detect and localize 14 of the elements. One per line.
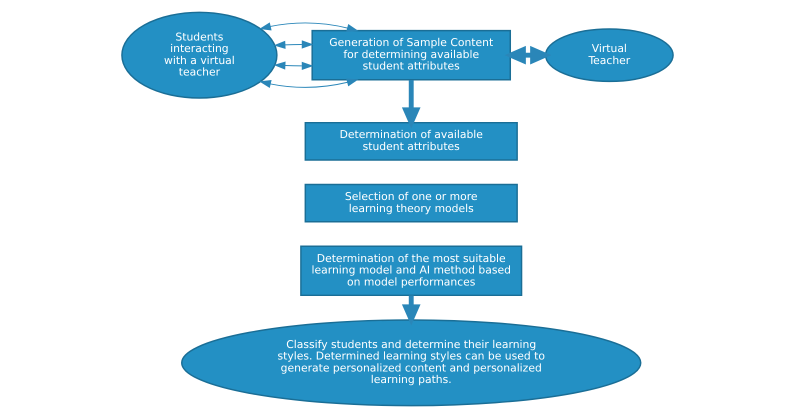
node-ellipse: Classify students and determine their learning styles. Determined learning styles can be used to generate personalized content and personalized learning paths. (180, 319, 641, 406)
node-box: Determination of available student attributes (304, 122, 518, 161)
arrow (258, 22, 358, 32)
arrow (504, 46, 551, 65)
arrow (273, 40, 314, 49)
arrow (401, 80, 420, 129)
arrow (273, 61, 314, 70)
node-box: Generation of Sample Content for determining available student attributes (310, 30, 511, 80)
node-ellipse: Virtual Teacher (544, 28, 674, 82)
node-box: Determination of the most suitable learning model and AI method based on model performances (300, 246, 522, 296)
arrow (258, 78, 358, 88)
arrow (401, 295, 420, 326)
node-box: Selection of one or more learning theory models (304, 184, 518, 222)
node-ellipse: Students interacting with a virtual teacher (120, 12, 278, 99)
